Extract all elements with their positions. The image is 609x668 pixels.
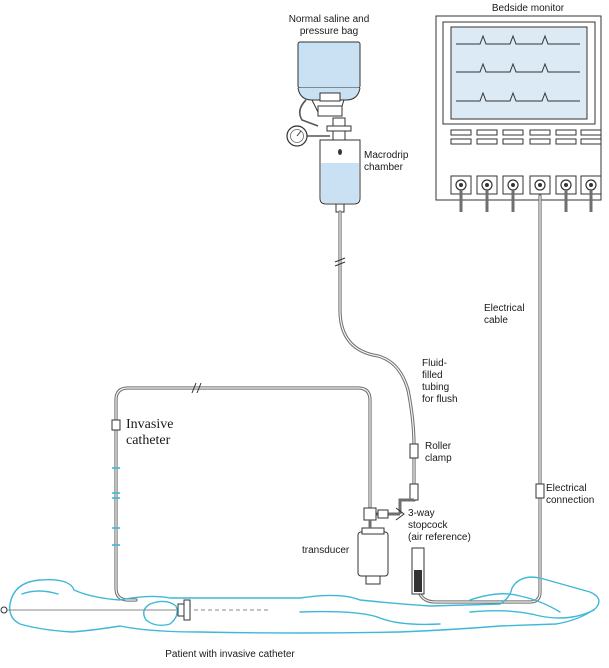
bag-port [319,92,341,102]
label-patient: Patient with invasive catheter [165,649,295,660]
label-roller-line-1: Roller [425,441,452,452]
catheter-depth-marks [112,467,120,546]
channel-slot [529,129,551,136]
flush-tubing [334,210,419,502]
connector-pin [459,183,463,187]
electrical-cable [418,194,545,604]
patient-leg-lower [469,609,595,619]
waveform-2 [456,62,580,73]
drip-collar [326,125,352,132]
electrical-cable-inner [419,195,541,603]
channel-slot [476,129,498,136]
connector-pin [564,183,568,187]
label-stopcock-line-3: (air reference) [408,532,471,543]
label-bedside-monitor: Bedside monitor [492,3,565,14]
connector-pin [511,183,515,187]
channel-slot [580,129,602,136]
saline-bag [297,41,361,89]
patient-face [21,590,59,595]
label-saline-line-2: pressure bag [300,26,358,37]
channel-slot [555,129,577,136]
channel-slot [580,138,602,145]
channel-slot [450,138,472,145]
stopcock-icon [363,507,377,521]
patient-leg [469,593,561,613]
label-invasive-line-2: catheter [126,433,171,448]
label-connection-line-1: Electrical [546,483,587,494]
channel-slot [502,129,524,136]
saline-pressure-bag [286,41,361,147]
transducer-icon [357,531,389,577]
gauge-needle [296,130,302,137]
transducer-assembly [357,498,425,595]
patient-heart [143,600,178,627]
monitor-channels [450,129,602,212]
roller-clamp [409,443,419,459]
stopcock-arrow-icon [395,507,405,521]
patient-arm [299,610,441,626]
flush-tubing-break [334,257,346,267]
label-stopcock-line-1: 3-way [408,508,435,519]
bulb-tube [298,99,319,127]
electrical-connector [535,483,545,499]
waveform-1 [456,34,580,45]
label-cable-line-1: Electrical [484,303,525,314]
connector-pin [538,183,542,187]
bedside-monitor [435,15,602,212]
catheter-tubing [111,382,372,602]
flush-chamber-core [414,570,422,592]
catheter-tubing-break [191,382,202,394]
channel-slot [555,138,577,145]
catheter-marker [111,419,121,431]
channel-slot [529,138,551,145]
drip-drop-icon [338,149,342,155]
label-fluid-line-2: filled [422,370,443,381]
insertion-site [0,599,270,621]
channel-slot [476,138,498,145]
label-cable-line-2: cable [484,315,508,326]
connector-pin [589,183,593,187]
channel-slot [450,129,472,136]
label-roller-line-2: clamp [425,453,452,464]
transducer-base [365,575,381,585]
patient-figure [9,576,600,634]
connector-pin [485,183,489,187]
label-fluid-line-3: tubing [422,382,449,393]
catheter-tip-icon [0,606,8,614]
label-invasive-line-1: Invasive [126,417,173,432]
label-transducer: transducer [302,545,350,556]
label-connection-line-2: connection [546,495,594,506]
label-stopcock-line-2: stopcock [408,520,448,531]
waveform-3 [456,91,580,102]
patient-body-outline [9,576,600,634]
gauge-dial [290,129,304,143]
flush-tubing-inner [339,211,415,501]
stopcock-handle [377,509,389,519]
waveforms [456,34,580,102]
label-saline-line-1: Normal saline and [289,14,370,25]
bag-spike-hub [317,105,343,117]
label-macrodrip-line-2: chamber [364,162,404,173]
macrodrip-chamber [319,117,361,213]
monitor-screen [450,26,588,120]
flush-device [409,483,419,501]
catheter-hub-wings [183,599,191,621]
drip-chamber-fluid [321,163,359,203]
label-macrodrip-line-1: Macrodrip [364,150,409,161]
catheter-tubing-inner [115,387,371,601]
label-fluid-line-4: for flush [422,394,458,405]
transducer-cap [361,527,385,535]
label-fluid-line-1: Fluid- [422,358,447,369]
channel-slot [502,138,524,145]
